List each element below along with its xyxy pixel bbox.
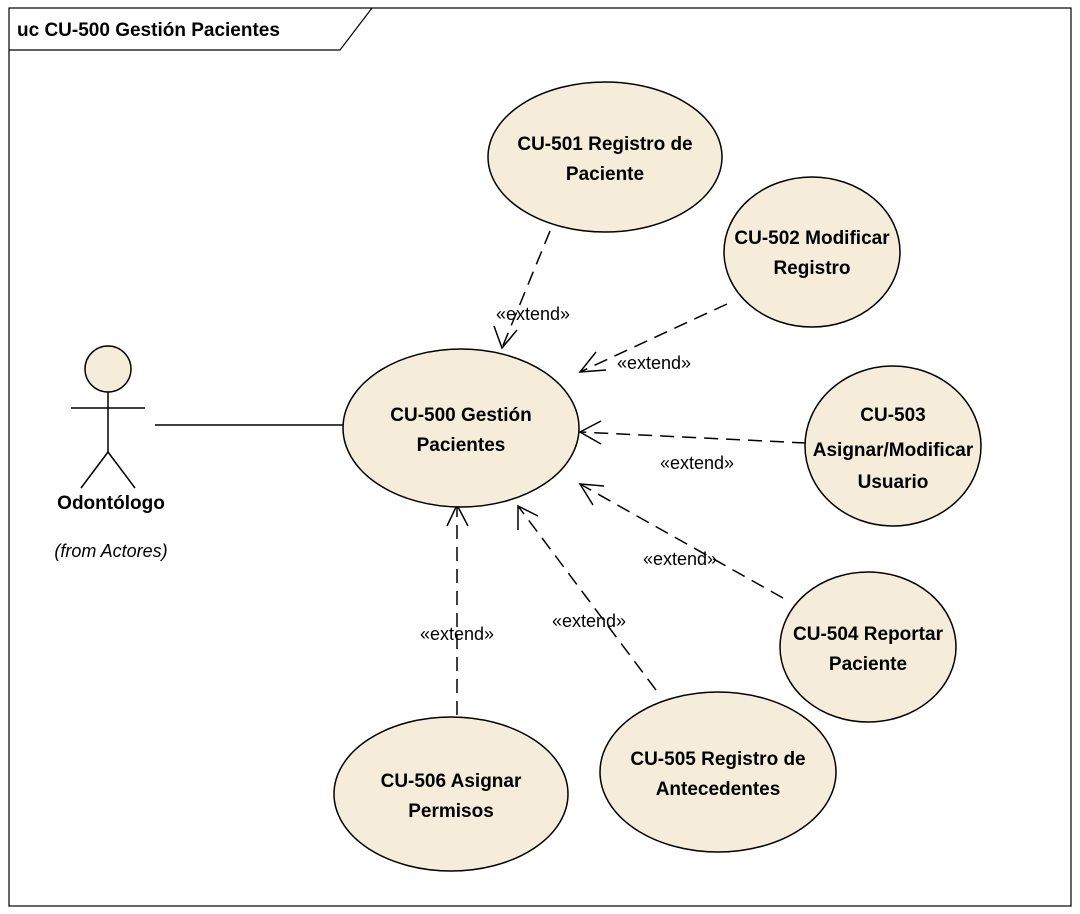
use-case-cu502[interactable]: CU-502 Modificar Registro: [723, 176, 901, 328]
use-case-label-line: Antecedentes: [656, 779, 781, 800]
use-case-label-line: CU-503: [860, 405, 925, 426]
extend-line-501: [501, 230, 551, 349]
arrowhead-504: [578, 483, 605, 506]
arrowhead-502: [578, 351, 607, 373]
actor-left-leg: [80, 451, 109, 489]
use-case-label-line: Usuario: [858, 472, 929, 493]
extend-relationships: «extend» «extend» «extend» «extend» «ext…: [420, 230, 807, 715]
extend-label-505: «extend»: [552, 611, 626, 631]
use-case-label-line: Paciente: [566, 164, 644, 185]
actor-right-leg: [107, 451, 136, 489]
use-case-label-line: Permisos: [408, 801, 494, 822]
use-case-label-line: CU-502 Modificar: [734, 228, 890, 249]
extend-line-504: [579, 483, 784, 599]
extend-line-503: [579, 431, 807, 444]
frame-title: uc CU-500 Gestión Pacientes: [17, 20, 280, 41]
use-case-cu506[interactable]: CU-506 Asignar Permisos: [333, 716, 569, 872]
actor-from: (from Actores): [54, 541, 167, 561]
actor-head: [84, 345, 132, 393]
extend-line-502: [579, 303, 728, 373]
use-case-label-line: Paciente: [829, 654, 907, 675]
diagram-frame: uc CU-500 Gestión Pacientes: [8, 7, 1072, 907]
actor-name: Odontólogo: [57, 493, 165, 514]
extend-label-506: «extend»: [420, 624, 494, 644]
use-case-label-line: CU-506 Asignar: [381, 771, 522, 792]
extend-line-505: [517, 505, 657, 691]
use-case-cu501[interactable]: CU-501 Registro de Paciente: [487, 81, 723, 233]
extend-label-502: «extend»: [617, 353, 691, 373]
extend-label-504: «extend»: [643, 549, 717, 569]
arrowhead-501: [493, 325, 518, 350]
use-case-cu503[interactable]: CU-503 Asignar/Modificar Usuario: [804, 365, 982, 527]
use-case-cu505[interactable]: CU-505 Registro de Antecedentes: [599, 691, 837, 853]
arrowhead-505: [517, 504, 539, 530]
use-case-label-line: CU-505 Registro de: [630, 749, 805, 770]
use-case-label-line: Pacientes: [417, 435, 506, 456]
use-case-label-line: Asignar/Modificar: [813, 440, 974, 461]
use-case-label-line: CU-501 Registro de: [517, 134, 692, 155]
extend-label-501: «extend»: [496, 304, 570, 324]
use-case-cu500[interactable]: CU-500 Gestión Pacientes: [342, 348, 580, 508]
arrowhead-503: [578, 420, 602, 445]
use-case-label-line: Registro: [773, 258, 850, 279]
extend-label-503: «extend»: [660, 453, 734, 473]
use-case-cu504[interactable]: CU-504 Reportar Paciente: [779, 571, 957, 723]
actor-odontologo[interactable]: Odontólogo (from Actores): [54, 345, 168, 561]
use-case-label-line: CU-500 Gestión: [390, 405, 531, 426]
use-case-label-line: CU-504 Reportar: [793, 624, 944, 645]
